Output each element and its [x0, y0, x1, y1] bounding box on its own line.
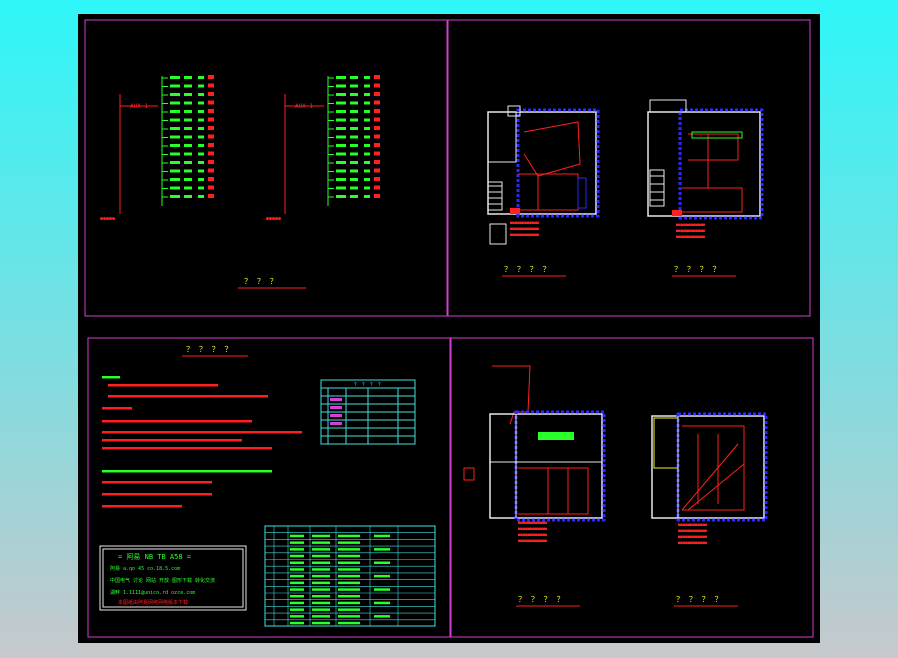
panel-frame-top-left [84, 19, 448, 317]
cad-drawing: AUX-1 ●●●●● AUX-1 ●●●●● ？ ？ ？ ■■■■■■■■■■… [84, 19, 814, 638]
design-notes-text [102, 376, 302, 508]
branch-circuits-right [328, 75, 380, 198]
feed-label-right: AUX-1 [295, 103, 313, 110]
svg-text:■■■■■■■■■■■■: ■■■■■■■■■■■■ [510, 220, 539, 225]
svg-text:■■■■■■■■■■■■: ■■■■■■■■■■■■ [678, 528, 707, 533]
plan-title-bottom-right: ？ ？ ？ ？ [676, 595, 722, 604]
plan-title-top-left: ？ ？ ？ ？ [504, 265, 550, 274]
svg-text:■■■■■■■■■■■■: ■■■■■■■■■■■■ [678, 522, 707, 527]
system-diagram-left: AUX-1 ●●●●● [100, 75, 214, 222]
equipment-schedule-table [264, 525, 436, 627]
svg-text:■■■■■■■■■■■■: ■■■■■■■■■■■■ [510, 232, 539, 237]
floor-plan-top-right: ■■■■■■■■■■■■ ■■■■■■■■■■■■ ■■■■■■■■■■■■ [647, 99, 764, 239]
svg-text:■■■■■■■■■■■■: ■■■■■■■■■■■■ [518, 532, 547, 537]
svg-text:■■■■■■■■■■■■: ■■■■■■■■■■■■ [678, 534, 707, 539]
svg-text:■■■■■■■■■■■■: ■■■■■■■■■■■■ [518, 526, 547, 531]
feed-label-left: AUX-1 [130, 103, 148, 110]
title-block-line5: 本图纸由阿易网络网络版本下载 [118, 599, 188, 606]
branch-circuits-left [162, 75, 214, 198]
system-diagram-title: ？ ？ ？ [244, 277, 278, 286]
small-legend-table: ？ ？ ？ ？ [320, 379, 416, 445]
floor-plan-top-left: ■■■■■■■■■■■■ ■■■■■■■■■■■■ ■■■■■■■■■■■■ [487, 105, 600, 245]
note-right: ●●●●● [266, 216, 281, 222]
cad-sheet: AUX-1 ●●●●● AUX-1 ●●●●● ？ ？ ？ ■■■■■■■■■■… [78, 14, 820, 643]
note-left: ●●●●● [100, 216, 115, 222]
system-diagram-right: AUX-1 ●●●●● [266, 75, 380, 222]
title-block-line2: 阿易 a.qo 45 co.18.5.com [110, 565, 180, 572]
panel-frame-top-right [447, 19, 811, 317]
svg-text:■■■■■■■■■■■■: ■■■■■■■■■■■■ [510, 226, 539, 231]
svg-text:■■■■■■■■■■■■: ■■■■■■■■■■■■ [518, 538, 547, 543]
panel-frame-bottom-right [450, 337, 814, 638]
svg-text:■■■■■■■■■■■■: ■■■■■■■■■■■■ [518, 520, 547, 525]
svg-text:■■■■■■■■■■■■: ■■■■■■■■■■■■ [676, 234, 705, 239]
title-block-line3: 中国电气 讨论 网站 开放 图形下载 转化交流 [110, 577, 215, 584]
floor-plan-bottom-right: ■■■■■■■■■■■■ ■■■■■■■■■■■■ ■■■■■■■■■■■■ ■… [651, 412, 768, 545]
floor-plan-bottom-left: ■■■■■■■■■■■■ ■■■■■■■■■■■■ ■■■■■■■■■■■■ ■… [463, 365, 606, 543]
notes-title: ？ ？ ？ ？ [186, 345, 232, 354]
panel-frame-bottom-left [87, 337, 451, 638]
title-block-line4: 湖畔 1.1111@unico.rd ozce.com [110, 589, 195, 596]
title-block: = 阿易 NB TB A58 = 阿易 a.qo 45 co.18.5.com … [99, 545, 247, 611]
svg-text:■■■■■■■■■■■■: ■■■■■■■■■■■■ [676, 228, 705, 233]
svg-text:■■■■■■■■■■■■: ■■■■■■■■■■■■ [676, 222, 705, 227]
small-table-title: ？ ？ ？ ？ [354, 382, 383, 388]
title-block-line1: = 阿易 NB TB A58 = [118, 552, 191, 561]
plan-title-top-right: ？ ？ ？ ？ [674, 265, 720, 274]
plan-title-bottom-left: ？ ？ ？ ？ [518, 595, 564, 604]
svg-text:■■■■■■■■■■■■: ■■■■■■■■■■■■ [678, 540, 707, 545]
